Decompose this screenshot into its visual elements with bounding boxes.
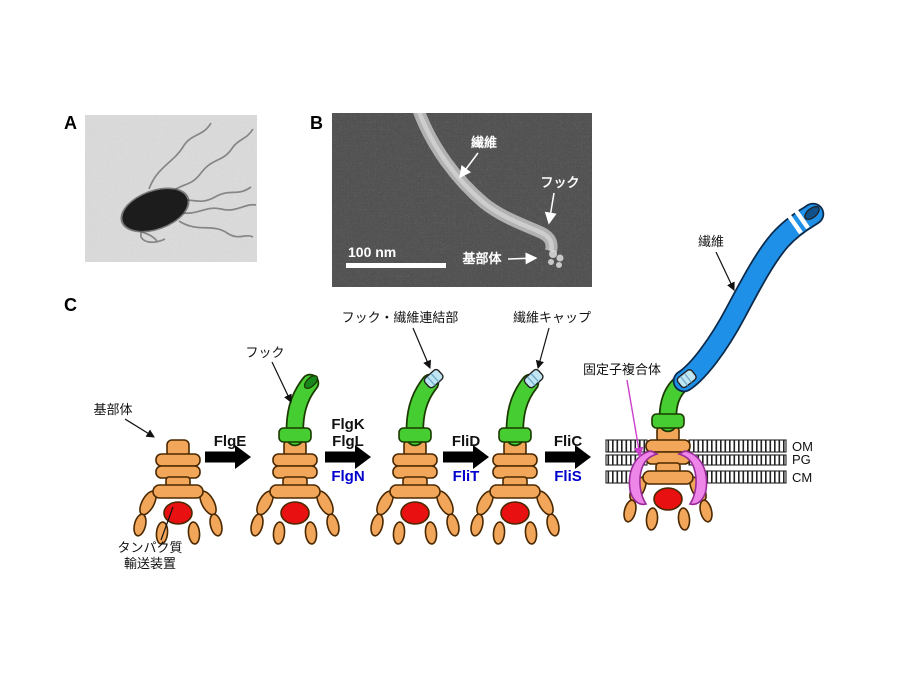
stator-right [676,450,708,506]
membrane-cm-label: CM [792,470,812,485]
stator-annotation: 固定子複合体 [583,362,661,377]
assembly-arrow-3 [443,445,489,469]
stator-left [628,450,660,506]
em-basal-body [548,250,564,268]
hook-annotation-line [271,361,292,403]
scale-bar-label: 100 nm [348,244,396,260]
panel-c-letter: C [64,295,77,315]
hook-stage-4 [499,383,531,442]
panel-c-diagram: OM PG CM [93,202,825,571]
gene-label-flgn: FlgN [331,468,364,485]
cap-annotation-line [535,327,550,370]
filament-tip-cap [804,205,820,221]
junction-annotation: フック・繊維連結部 [342,310,459,325]
em-basal-body-label: 基部体 [461,251,502,266]
gene-label-flgl: FlgL [332,433,364,450]
em-filament-arrow [459,152,479,179]
hook-annotation: フック [245,345,284,360]
export-apparatus-line [160,506,174,541]
gene-label-flis: FliS [554,468,582,485]
membrane-cm-right [700,470,787,484]
membrane-pg-label: PG [792,452,811,467]
panel-b-noise [332,113,592,287]
assembly-arrow-1 [205,445,251,469]
export-apparatus-annotation-2: 輸送装置 [124,556,176,571]
assembly-arrows [205,445,591,469]
gene-label-flgk: FlgK [331,416,364,433]
export-apparatus-annotation-1: タンパク質 [117,540,182,555]
assembly-arrow-2 [325,445,371,469]
basal-body-annotation: 基部体 [93,402,132,417]
em-hook-arrow [544,192,557,225]
membrane-om-left [605,439,648,453]
panel-a-letter: A [64,113,77,133]
em-hook-label: フック [540,175,579,190]
junction-annotation-line [412,327,431,369]
filament-break [785,206,810,235]
membrane-pg-right [688,454,787,466]
em-filament [413,113,558,253]
assembly-arrow-4 [545,445,591,469]
cap-annotation: 繊維キャップ [513,310,591,325]
hook-stage-2 [279,383,311,442]
gene-label-flit: FliT [453,468,480,485]
panel-b-letter: B [310,113,323,133]
scale-bar [346,263,446,268]
bacterium-cell [120,187,190,233]
basal-body-annotation-line [124,418,155,438]
hook-stage-3 [399,383,431,442]
hook-tip-stage-2 [303,375,319,389]
panel-a-micrograph [85,115,257,262]
gene-label-flic: FliC [554,433,582,450]
em-filament-label: 繊維 [471,135,497,150]
stator-annotation-line [626,379,644,458]
membrane-om-right [688,439,787,453]
gene-label-flid: FliD [452,433,480,450]
panel-b-micrograph: 繊維 フック 基部体 100 nm [332,113,592,287]
membrane-om-label: OM [792,439,813,454]
filament-annotation-line [715,251,735,291]
em-basal-body-arrow [507,252,538,265]
stator-complexes [628,450,708,506]
gene-label-flge: FlgE [214,433,247,450]
filament-annotation: 繊維 [698,234,724,249]
